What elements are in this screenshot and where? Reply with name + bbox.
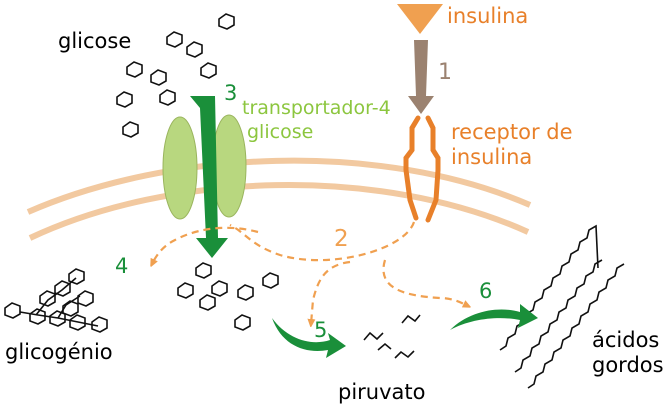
pyruvate-molecules <box>363 314 421 359</box>
transporter-label-line2: glicose <box>247 121 314 143</box>
glucose-transport-arrow <box>190 96 228 258</box>
glycogen-label: glicogénio <box>5 340 113 364</box>
glucose-label: glicose <box>58 29 132 53</box>
insulin-receptor <box>403 115 441 223</box>
glycogen-molecule <box>4 268 108 333</box>
insulin-label: insulina <box>447 4 529 28</box>
receptor-label-line2: insulina <box>451 145 533 169</box>
extracellular-glucose-molecules <box>116 13 235 138</box>
fatty-acid-chains <box>499 224 625 389</box>
receptor-label-line1: receptor de <box>451 120 573 144</box>
insulin-binding-arrow <box>408 40 434 114</box>
step-3-number: 3 <box>224 81 238 105</box>
glycolysis-arrow <box>272 318 346 358</box>
fatty-acids-label-line1: ácidos <box>592 328 660 352</box>
lipogenesis-arrow <box>450 304 538 330</box>
glucose-transporter-4 <box>162 114 247 220</box>
signaling-paths <box>152 221 468 324</box>
step-4-number: 4 <box>115 254 129 278</box>
step-2-number: 2 <box>334 226 349 252</box>
intracellular-glucose-molecules <box>177 262 279 331</box>
step-5-number: 5 <box>314 318 328 342</box>
transporter-label-line1: transportador-4 <box>242 97 391 119</box>
fatty-acids-label-line2: gordos <box>592 353 664 377</box>
insulin-molecule <box>397 4 443 34</box>
step-6-number: 6 <box>479 279 493 303</box>
step-1-number: 1 <box>438 60 452 85</box>
cell-membrane <box>26 157 532 241</box>
pyruvate-label: piruvato <box>338 380 426 404</box>
